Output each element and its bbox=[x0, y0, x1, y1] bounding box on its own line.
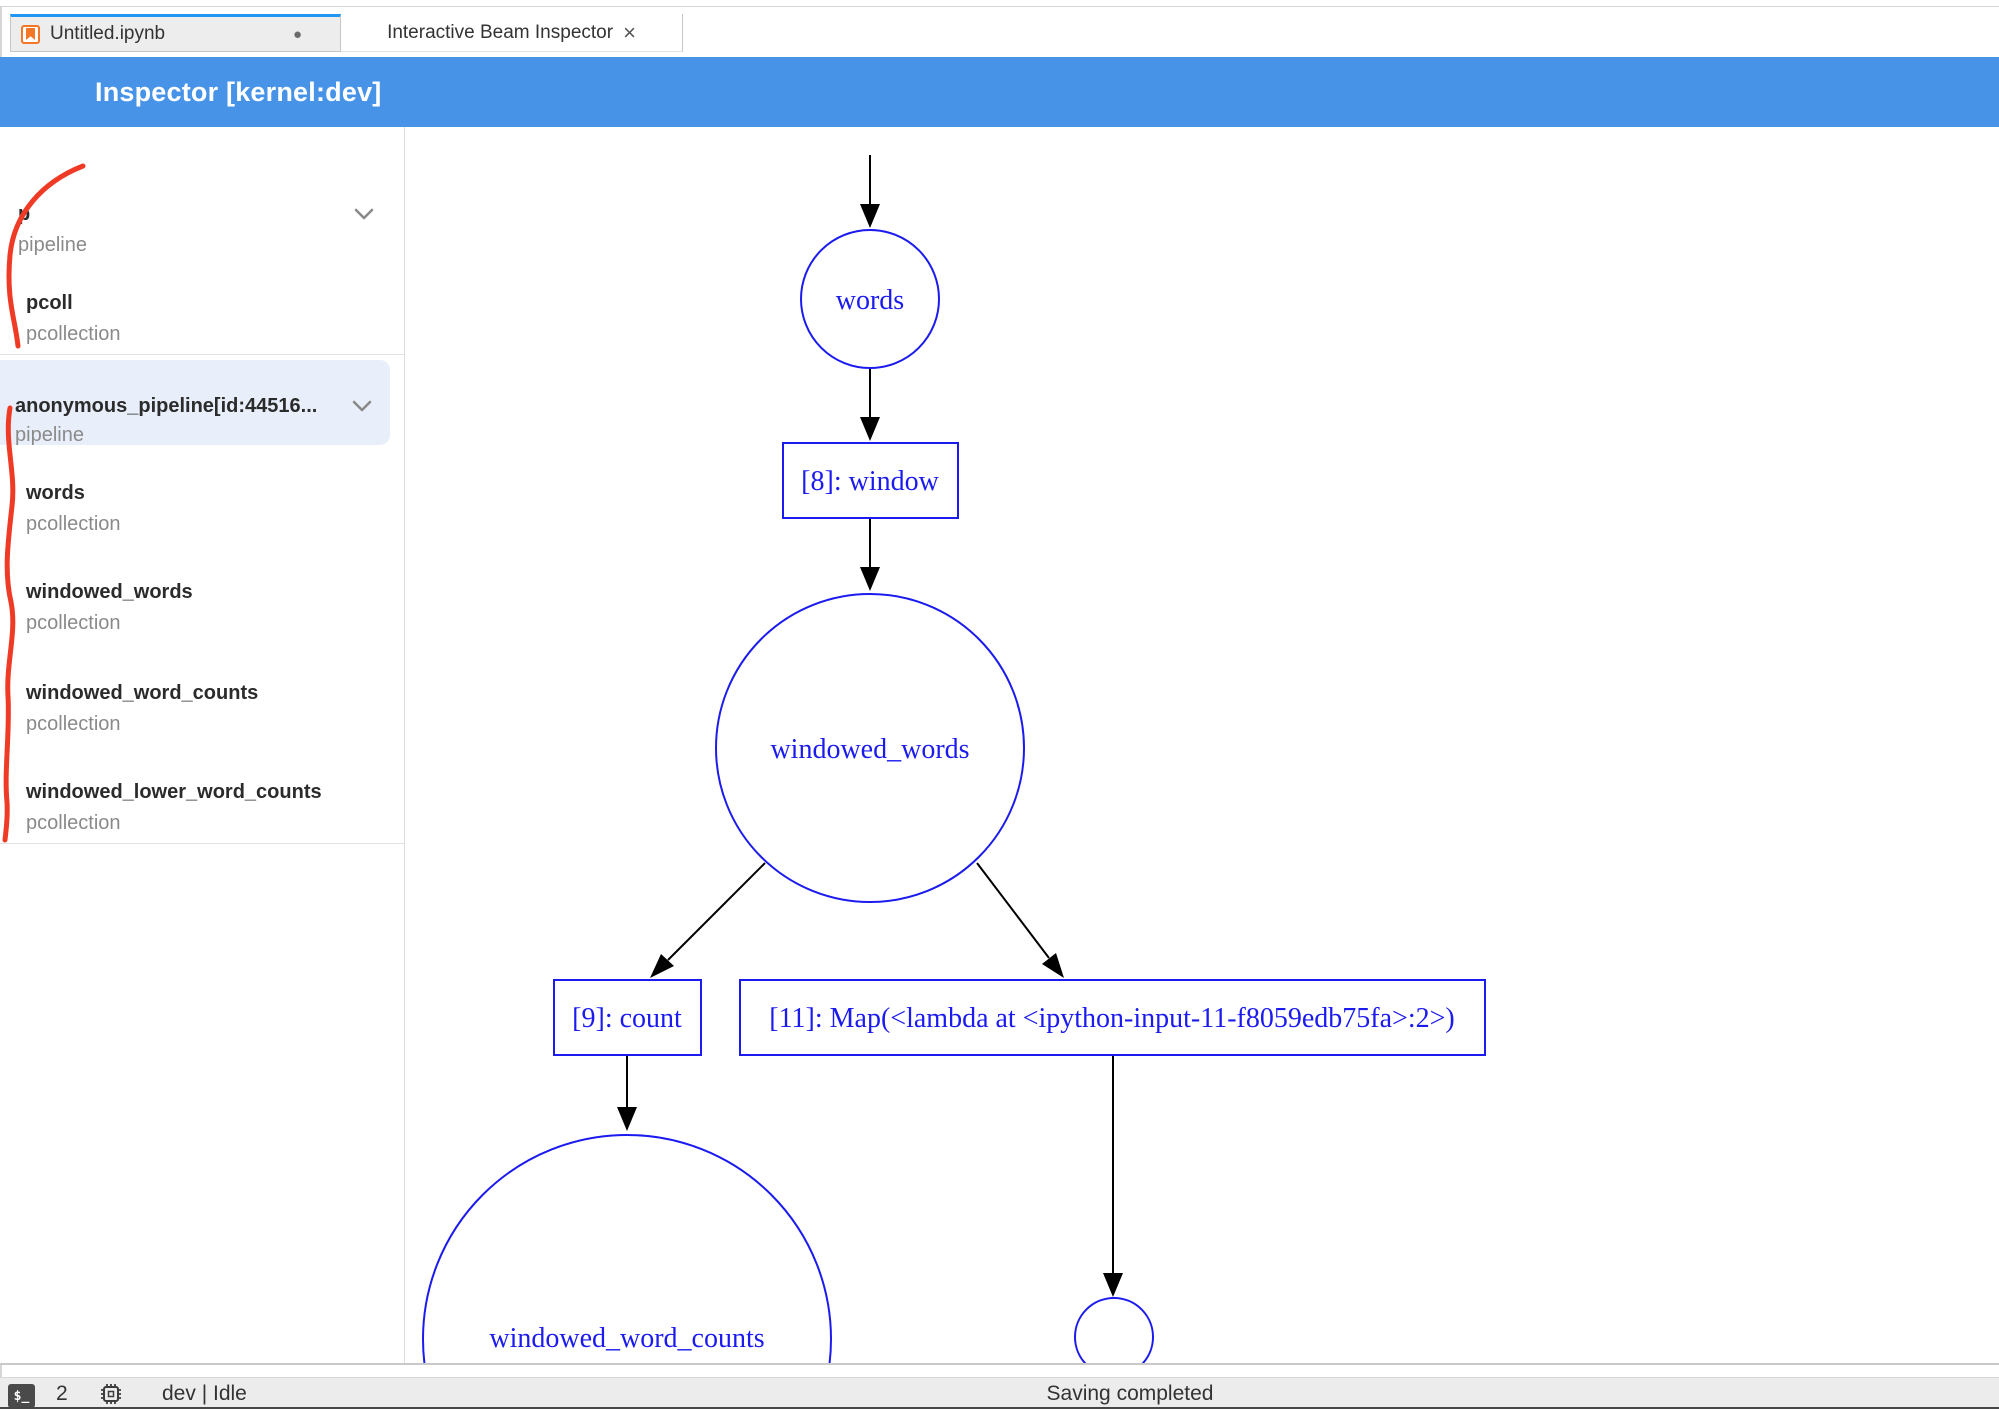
sidebar-item-pcoll[interactable]: pcoll bbox=[26, 292, 73, 314]
tab-title: Interactive Beam Inspector bbox=[387, 21, 614, 43]
page-title: Inspector [kernel:dev] bbox=[95, 76, 382, 107]
node-windowed-words[interactable] bbox=[715, 593, 1025, 903]
arrowhead bbox=[860, 204, 880, 228]
node-count-label: [9]: count bbox=[572, 1003, 682, 1034]
sidebar-section-divider bbox=[0, 354, 404, 355]
unsaved-changes-dot: ● bbox=[292, 25, 302, 43]
terminal-count: 2 bbox=[56, 1382, 68, 1405]
save-status-message: Saving completed bbox=[1046, 1382, 1214, 1405]
terminal-icon[interactable]: $_ bbox=[8, 1384, 35, 1408]
kernel-status[interactable]: dev | Idle bbox=[162, 1382, 247, 1405]
sidebar-item-anonymous-pipeline-type: pipeline bbox=[15, 424, 84, 446]
sidebar-item-p[interactable]: p bbox=[18, 203, 31, 225]
edge-windowed-words-map bbox=[976, 862, 1050, 959]
sidebar-item-pcoll-type: pcollection bbox=[26, 323, 121, 345]
tab-title: Untitled.ipynb bbox=[50, 23, 166, 44]
node-map-label: [11]: Map(<lambda at <ipython-input-11-f… bbox=[769, 1003, 1454, 1034]
sidebar-item-p-type: pipeline bbox=[18, 234, 87, 256]
node-map-transform[interactable] bbox=[739, 979, 1486, 1056]
node-count-transform[interactable] bbox=[553, 979, 702, 1056]
node-window-label: [8]: window bbox=[801, 466, 939, 497]
kernel-chip-icon[interactable] bbox=[98, 1381, 124, 1407]
selected-item-highlight bbox=[0, 360, 390, 445]
sidebar-divider bbox=[404, 127, 405, 1363]
notebook-icon bbox=[21, 24, 40, 44]
node-windowed-word-counts[interactable] bbox=[422, 1134, 832, 1363]
sidebar-item-windowed-lower-word-counts[interactable]: windowed_lower_word_counts bbox=[26, 781, 322, 803]
sidebar-item-windowed-word-counts-type: pcollection bbox=[26, 713, 121, 735]
chevron-down-icon[interactable] bbox=[352, 202, 376, 226]
sidebar-item-windowed-words-type: pcollection bbox=[26, 612, 121, 634]
menubar-bottom-line bbox=[0, 6, 1999, 7]
arrowhead bbox=[1103, 1273, 1123, 1297]
sidebar-item-windowed-word-counts[interactable]: windowed_word_counts bbox=[26, 682, 259, 704]
content-bottom-border bbox=[0, 1363, 1999, 1365]
chevron-down-icon[interactable] bbox=[350, 394, 374, 418]
sidebar-item-windowed-words[interactable]: windowed_words bbox=[26, 581, 193, 603]
node-window-transform[interactable] bbox=[782, 442, 959, 519]
graph-panel: words [8]: window windowed_words [9]: co… bbox=[405, 127, 1999, 1363]
sidebar-item-words-type: pcollection bbox=[26, 513, 121, 535]
node-windowed-words-label: windowed_words bbox=[770, 734, 969, 765]
sidebar-item-words[interactable]: words bbox=[26, 482, 85, 504]
arrowhead bbox=[1042, 953, 1064, 978]
arrowhead bbox=[860, 417, 880, 441]
edge-windowed-words-count bbox=[667, 862, 766, 961]
arrowhead bbox=[650, 954, 674, 978]
node-words-label: words bbox=[836, 285, 904, 316]
window-bottom-edge bbox=[0, 1407, 1999, 1409]
close-icon[interactable]: × bbox=[623, 19, 636, 45]
node-clipped-output[interactable] bbox=[1074, 1297, 1154, 1363]
status-bar: $_ 2 dev | Idle Saving completed bbox=[0, 1377, 1999, 1409]
sidebar-item-anonymous-pipeline[interactable]: anonymous_pipeline[id:44516... bbox=[15, 395, 318, 417]
pipeline-graph: words [8]: window windowed_words [9]: co… bbox=[422, 155, 1486, 1363]
node-words[interactable] bbox=[800, 229, 940, 369]
tab-beam-inspector[interactable]: Interactive Beam Inspector × bbox=[341, 14, 683, 52]
sidebar-item-windowed-lower-word-counts-type: pcollection bbox=[26, 812, 121, 834]
inspector-header: Inspector [kernel:dev] bbox=[0, 57, 1999, 160]
arrowhead bbox=[860, 567, 880, 591]
tab-bar: Untitled.ipynb ● Interactive Beam Inspec… bbox=[0, 14, 1999, 52]
sidebar-section-divider bbox=[0, 843, 404, 844]
tab-untitled-notebook[interactable]: Untitled.ipynb ● bbox=[10, 14, 341, 52]
node-windowed-word-counts-label: windowed_word_counts bbox=[489, 1323, 764, 1354]
arrowhead bbox=[617, 1107, 637, 1131]
